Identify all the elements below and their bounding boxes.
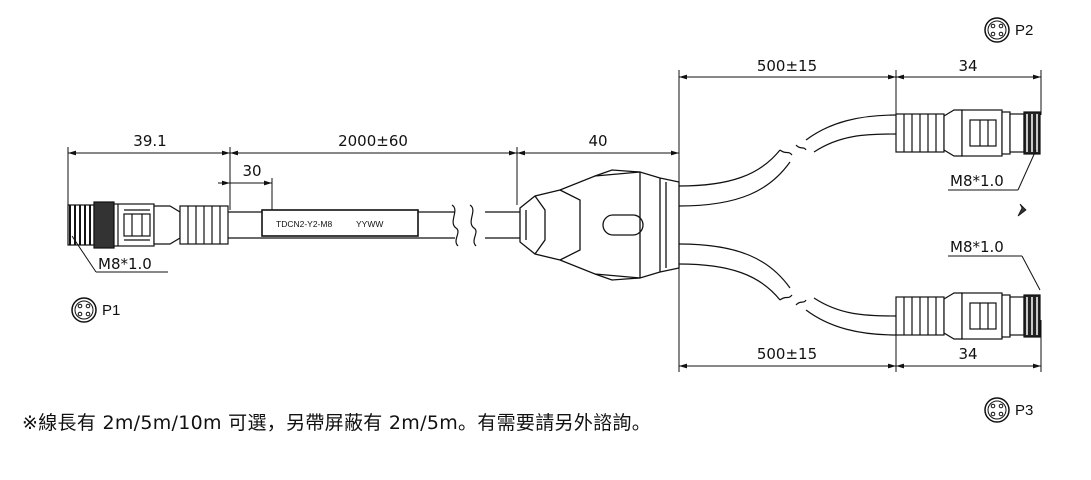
p3-label: P3 [1015, 402, 1033, 419]
dim-2000: 2000±60 [338, 132, 408, 150]
dim-39-1: 39.1 [133, 132, 166, 150]
p1-thread-label: M8*1.0 [98, 255, 152, 273]
p2-pin-icon [984, 17, 1010, 43]
small-mark-icon [1017, 203, 1027, 217]
branch-cables [678, 114, 897, 336]
p1-connector [67, 201, 229, 249]
p3-pin-icon [984, 397, 1010, 423]
p3-connector [895, 292, 1041, 340]
p3-thread-label: M8*1.0 [950, 238, 1004, 256]
dim-30: 30 [242, 162, 261, 180]
dim-34-bottom: 34 [958, 345, 977, 363]
dim-500-bottom: 500±15 [757, 345, 817, 363]
dim-40: 40 [588, 132, 607, 150]
p1-pin-icon [71, 297, 97, 323]
p2-label: P2 [1015, 22, 1033, 39]
y-splitter [519, 169, 680, 281]
cable-label-model: TDCN2-Y2-M8 [276, 219, 332, 229]
length-note: ※線長有 2m/5m/10m 可選，另帶屏蔽有 2m/5m。有需要請另外諮詢。 [22, 412, 652, 434]
cable-label-date: YYWW [356, 219, 383, 229]
p2-thread-label: M8*1.0 [950, 172, 1004, 190]
p2-connector [895, 109, 1041, 157]
p1-label: P1 [102, 302, 120, 319]
dim-500-top: 500±15 [757, 57, 817, 75]
dim-34-top: 34 [958, 57, 977, 75]
cable-label: TDCN2-Y2-M8 YYWW [261, 209, 419, 237]
